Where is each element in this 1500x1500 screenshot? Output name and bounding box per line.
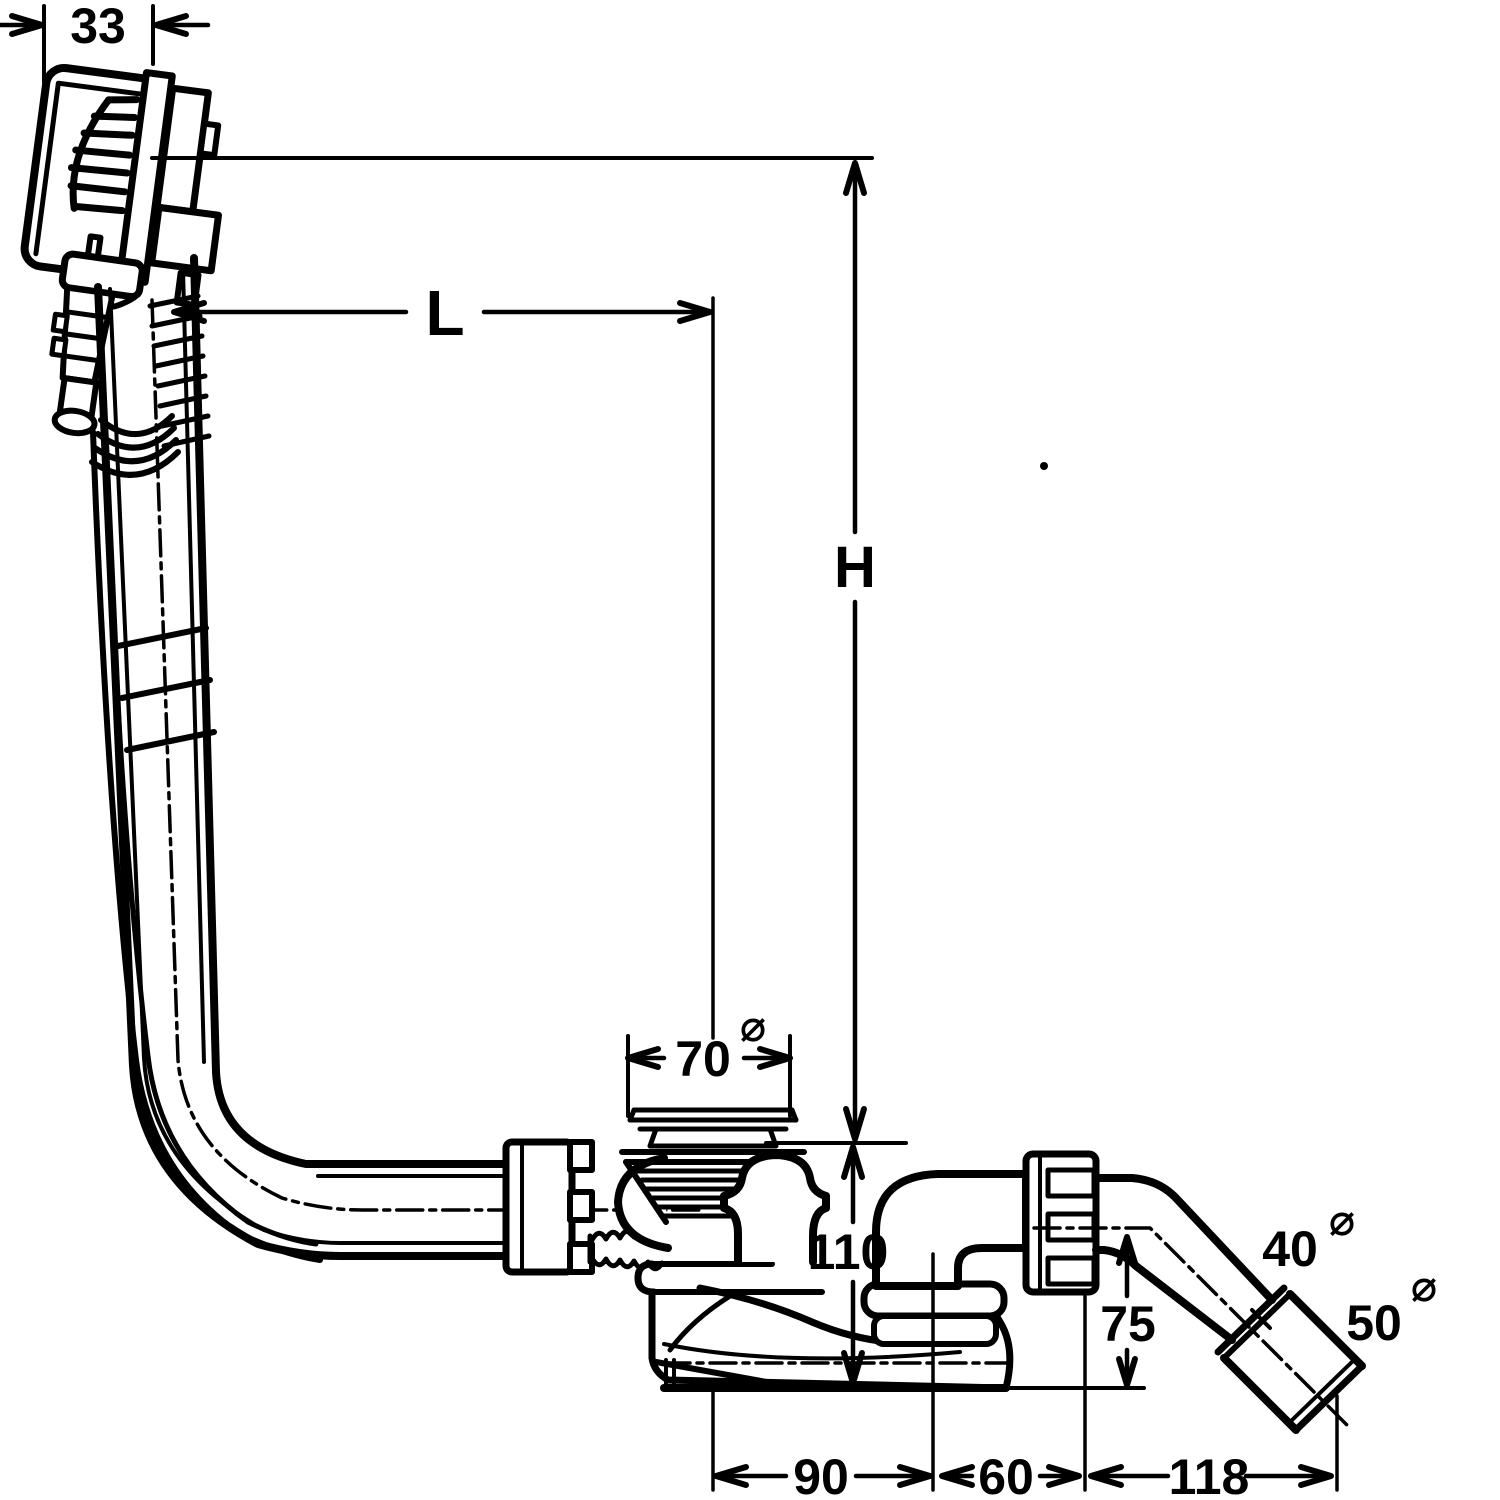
dim-33-label: 33	[70, 0, 126, 54]
slip-nut-right	[1022, 1150, 1100, 1296]
outlet-centerline	[1032, 1226, 1352, 1430]
arrow-left-icon	[713, 1464, 749, 1488]
cable-end-cap	[51, 407, 98, 437]
arrow-left-icon	[153, 13, 189, 37]
coupling-joint-mark	[1250, 1308, 1272, 1330]
dim-110-label: 110	[808, 1224, 889, 1280]
arrow-right-icon	[1298, 1464, 1334, 1488]
arrow-left-icon	[1088, 1464, 1124, 1488]
arrow-right-icon	[677, 300, 713, 324]
dim-H-label: H	[834, 535, 876, 600]
pipe-wall-inner-left	[108, 287, 514, 1245]
overflow-flange-step	[148, 203, 222, 275]
nut-slot-top	[1045, 1167, 1097, 1199]
coupling-end-face	[1292, 1362, 1366, 1434]
coupling-end-face-inner	[1287, 1357, 1357, 1425]
arrow-left-icon	[625, 1046, 661, 1070]
overflow-rosette	[67, 96, 141, 215]
coupling-wall-upper	[1286, 1290, 1366, 1370]
sheath-notch-2	[49, 335, 69, 359]
overflow-pipe	[89, 254, 702, 1260]
outlet-coupling	[1214, 1284, 1366, 1434]
pipe-corrugation-bell	[89, 413, 181, 478]
diameter-symbol-icon: ⌀	[1329, 1195, 1356, 1246]
overflow-tab-top	[197, 120, 222, 159]
dimension-H: H	[150, 156, 876, 1142]
pipe-wall-outer-right	[190, 254, 516, 1168]
arrow-right-icon	[9, 13, 45, 37]
tee-dome	[720, 1151, 830, 1266]
arrow-left-icon	[939, 1464, 975, 1488]
pipe-centerline	[150, 298, 702, 1212]
dimension-chain-bottom: 90 60 118	[711, 1252, 1339, 1500]
arrow-up-icon	[1116, 1234, 1138, 1266]
arrow-down-icon	[1116, 1356, 1138, 1388]
arrow-up-icon	[843, 160, 867, 196]
slip-nut-left	[502, 1138, 595, 1276]
dimension-33: 33	[0, 0, 211, 84]
print-dot	[1040, 462, 1048, 470]
dim-L-label: L	[425, 277, 464, 349]
arrow-down-icon	[843, 1106, 867, 1142]
dimension-110: 110	[764, 1141, 908, 1386]
arrow-up-icon	[841, 1144, 865, 1180]
dimension-L: L	[171, 277, 715, 1040]
dim-50-label: 50	[1346, 1295, 1402, 1351]
outlet-elbow	[872, 1170, 1030, 1290]
dimension-75: 75	[1100, 1234, 1156, 1388]
pipe-wall-outer-left	[94, 283, 516, 1260]
nut-prong-top	[567, 1139, 595, 1173]
nut-slot-bottom	[1045, 1255, 1097, 1287]
sheath-notch-1	[50, 311, 70, 335]
trap-inner-left-curve	[667, 1293, 733, 1353]
diameter-symbol-icon: ⌀	[740, 1001, 767, 1052]
callout-50: 50 ⌀	[1346, 1261, 1437, 1351]
diameter-symbol-icon: ⌀	[1411, 1261, 1438, 1312]
dim-60-label: 60	[978, 1449, 1034, 1500]
dim-75-label: 75	[1100, 1296, 1156, 1352]
arrow-left-icon	[171, 300, 207, 324]
coupling-socket-line-1	[1214, 1284, 1288, 1356]
dim-118-label: 118	[1169, 1449, 1250, 1500]
arrow-right-icon	[897, 1464, 933, 1488]
overflow-head-inner-contour	[33, 80, 147, 257]
trap-bottom-chamfer	[653, 1359, 803, 1391]
trap-body	[634, 1260, 1014, 1392]
arrow-right-icon	[757, 1046, 793, 1070]
cable-actuator	[49, 233, 146, 437]
callout-40: 40 ⌀	[1262, 1195, 1355, 1277]
nut-prong-mid	[567, 1189, 595, 1223]
dim-90-label: 90	[793, 1449, 849, 1500]
dimension-70: 70 ⌀	[625, 1001, 793, 1118]
pipe-corrugation-ribs	[147, 293, 212, 449]
dim-40-label: 40	[1262, 1221, 1318, 1277]
trap-waterway-lower	[662, 1342, 962, 1361]
coupling-wall-lower	[1220, 1354, 1300, 1434]
dim-70-label: 70	[675, 1031, 731, 1087]
coupling-socket-line-2	[1221, 1291, 1293, 1361]
arrow-right-icon	[1046, 1464, 1082, 1488]
trap-union-band	[871, 1313, 999, 1347]
arrow-down-icon	[841, 1350, 865, 1386]
overflow-head	[20, 63, 222, 308]
